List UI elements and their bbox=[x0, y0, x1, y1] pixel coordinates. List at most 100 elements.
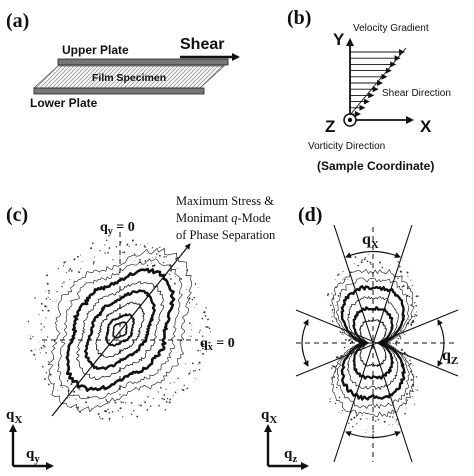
speckle bbox=[394, 343, 396, 345]
speckle bbox=[85, 401, 87, 404]
speckle bbox=[152, 398, 154, 400]
speckle bbox=[201, 335, 204, 337]
speckle bbox=[331, 364, 333, 366]
speckle bbox=[329, 398, 331, 400]
speckle bbox=[411, 284, 413, 287]
speckle bbox=[90, 247, 93, 250]
speckle bbox=[46, 305, 48, 307]
speckle bbox=[174, 391, 177, 394]
speckle bbox=[336, 368, 338, 370]
speckle bbox=[48, 289, 50, 292]
speckle bbox=[61, 282, 64, 285]
qy-zero-label: qy = 0 bbox=[100, 220, 135, 237]
speckle bbox=[40, 323, 42, 325]
speckle bbox=[47, 309, 50, 312]
speckle bbox=[45, 298, 48, 300]
speckle bbox=[49, 373, 52, 376]
speckle bbox=[48, 361, 50, 363]
speckle bbox=[45, 290, 47, 292]
speckle bbox=[329, 400, 331, 403]
speckle bbox=[108, 417, 111, 420]
speckle bbox=[411, 321, 414, 324]
speckle bbox=[62, 265, 65, 267]
speckle bbox=[162, 261, 165, 264]
speckle bbox=[331, 320, 334, 323]
z-axis-label: Z bbox=[325, 117, 335, 136]
panel-c: (c) qy = 0 Maximum Stress & Monimant q-M… bbox=[6, 194, 276, 470]
speckle bbox=[185, 363, 187, 365]
speckle bbox=[165, 388, 167, 390]
speckle bbox=[144, 401, 147, 404]
speckle bbox=[335, 386, 338, 389]
panel-a: (a) Upper Plate Shear Film Specimen Lowe… bbox=[6, 10, 240, 110]
speckle bbox=[408, 295, 411, 298]
speckle bbox=[407, 275, 409, 277]
speckle bbox=[341, 409, 343, 412]
qz-sector-arc-left bbox=[301, 319, 309, 367]
speckle bbox=[209, 331, 211, 333]
speckle bbox=[158, 254, 161, 257]
speckle bbox=[199, 329, 201, 331]
speckle bbox=[404, 333, 406, 335]
speckle bbox=[112, 259, 114, 261]
speckle bbox=[327, 293, 330, 295]
speckle bbox=[366, 260, 369, 263]
speckle bbox=[338, 411, 340, 413]
speckle bbox=[406, 393, 408, 395]
speckle bbox=[345, 338, 347, 341]
speckle bbox=[131, 413, 133, 416]
speckle bbox=[336, 356, 339, 359]
speckle bbox=[195, 303, 198, 305]
qx-sector-arc-bottom bbox=[345, 431, 401, 439]
speckle bbox=[344, 278, 346, 281]
speckle bbox=[410, 323, 413, 326]
contour-line bbox=[75, 280, 165, 380]
panel-d: (d) qX qZ qX qz bbox=[261, 204, 458, 470]
speckle bbox=[342, 331, 344, 334]
speckle bbox=[413, 375, 415, 377]
speckle bbox=[361, 414, 363, 416]
speckle bbox=[169, 278, 172, 280]
speckle bbox=[197, 287, 199, 288]
speckle bbox=[354, 256, 357, 258]
speckle bbox=[43, 347, 45, 349]
speckle bbox=[342, 334, 344, 336]
speckle bbox=[146, 396, 148, 398]
speckle bbox=[190, 335, 192, 337]
speckle bbox=[198, 331, 201, 333]
speckle bbox=[57, 267, 60, 270]
speckle bbox=[188, 374, 190, 376]
speckle bbox=[56, 290, 58, 293]
speckle bbox=[45, 371, 48, 374]
speckle bbox=[398, 265, 401, 268]
speckle bbox=[38, 341, 40, 343]
speckle bbox=[331, 367, 333, 369]
speckle bbox=[87, 396, 90, 399]
speckle bbox=[377, 418, 380, 421]
panel-d-label: (d) bbox=[298, 204, 322, 226]
speckle bbox=[156, 257, 158, 259]
speckle bbox=[173, 282, 176, 285]
speckle bbox=[383, 420, 386, 423]
qx-sector-arc-top bbox=[345, 250, 401, 258]
speckle bbox=[69, 268, 72, 270]
speckle bbox=[327, 294, 329, 297]
speckle bbox=[160, 386, 162, 389]
speckle bbox=[201, 347, 204, 350]
speckle bbox=[46, 282, 49, 285]
speckle bbox=[99, 402, 101, 404]
speckle bbox=[351, 425, 354, 428]
speckle bbox=[359, 418, 362, 420]
speckle bbox=[397, 261, 399, 263]
speckle bbox=[336, 319, 338, 321]
velocity-gradient-label: Velocity Gradient bbox=[353, 23, 429, 34]
speckle bbox=[406, 397, 408, 399]
speckle bbox=[75, 398, 77, 400]
speckle bbox=[348, 422, 350, 424]
speckle bbox=[122, 416, 124, 418]
vorticity-direction-label: Vorticity Direction bbox=[308, 141, 385, 152]
speckle bbox=[409, 393, 411, 395]
speckle bbox=[66, 271, 68, 273]
speckle bbox=[409, 359, 411, 362]
speckle bbox=[411, 373, 414, 376]
